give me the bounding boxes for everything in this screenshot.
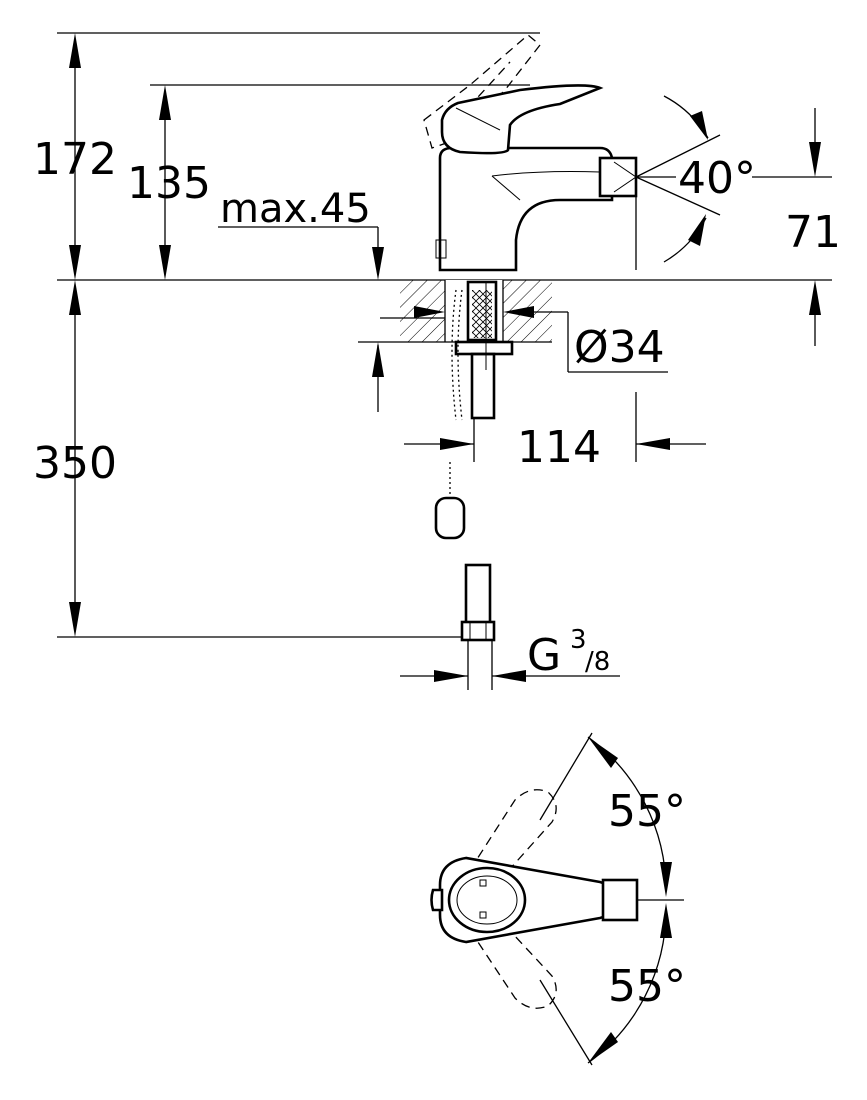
dimension-135: 135 — [127, 85, 211, 280]
label-350: 350 — [33, 438, 117, 489]
dimension-55-degrees-top: 55° — [587, 736, 686, 897]
lever-position-right — [469, 919, 557, 1009]
dimension-55-degrees-bottom: 55° — [587, 903, 686, 1064]
label-thread-numerator: 3 — [570, 625, 587, 655]
label-172: 172 — [33, 134, 117, 185]
label-diameter-34: Ø34 — [574, 322, 665, 373]
top-view: 55° 55° — [430, 732, 686, 1066]
pop-up-knob — [434, 496, 466, 540]
label-135: 135 — [127, 158, 211, 209]
label-114: 114 — [517, 422, 601, 473]
dimension-thread-g-3-8: G 3 /8 — [400, 625, 620, 682]
dimension-71: 71 — [635, 108, 841, 346]
dimension-40-degrees: 40° — [635, 95, 832, 263]
lever-cap — [447, 866, 527, 934]
dimension-max-45: max.45 — [218, 186, 384, 280]
label-71: 71 — [785, 207, 841, 258]
dimension-114: 114 — [404, 392, 706, 473]
outlet-nozzle — [598, 156, 638, 198]
label-thread-g: G — [527, 630, 561, 681]
label-55-degrees-top: 55° — [608, 786, 686, 837]
mounting-assembly — [434, 280, 514, 690]
tap-body — [435, 84, 638, 272]
label-thread-denominator: /8 — [585, 647, 610, 677]
dimension-diameter-34: Ø34 — [414, 306, 668, 373]
lever-position-left — [469, 789, 557, 881]
side-view: 172 135 max.45 — [33, 32, 841, 690]
label-max-45: max.45 — [220, 186, 371, 232]
dimension-172: 172 — [33, 33, 117, 280]
label-40-degrees: 40° — [678, 153, 756, 204]
label-55-degrees-bottom: 55° — [608, 961, 686, 1012]
top-view-nozzle — [601, 878, 639, 922]
dimension-350: 350 — [33, 280, 384, 637]
